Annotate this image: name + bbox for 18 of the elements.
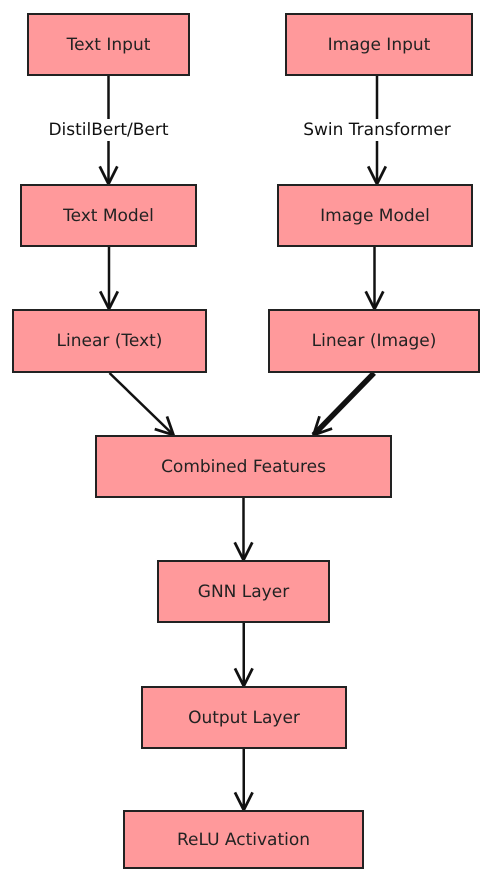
process-box: Text Model bbox=[20, 184, 197, 247]
arrow bbox=[312, 371, 376, 437]
arrow bbox=[98, 247, 120, 310]
process-box: ReLU Activation bbox=[123, 810, 364, 869]
process-box: Linear (Image) bbox=[268, 309, 480, 373]
process-box: Linear (Text) bbox=[12, 309, 207, 373]
process-box: Output Layer bbox=[141, 686, 347, 749]
process-box: Image Model bbox=[277, 184, 473, 247]
process-box: Combined Features bbox=[95, 435, 392, 498]
edge-label: Swin Transformer bbox=[301, 119, 453, 141]
arrow bbox=[233, 498, 254, 562]
process-box: GNN Layer bbox=[157, 560, 330, 623]
arrow bbox=[108, 372, 175, 436]
process-box: Text Input bbox=[27, 13, 190, 76]
arrow bbox=[234, 623, 254, 688]
arrow bbox=[364, 247, 385, 310]
arrow bbox=[234, 749, 254, 812]
process-box: Image Input bbox=[285, 13, 473, 76]
